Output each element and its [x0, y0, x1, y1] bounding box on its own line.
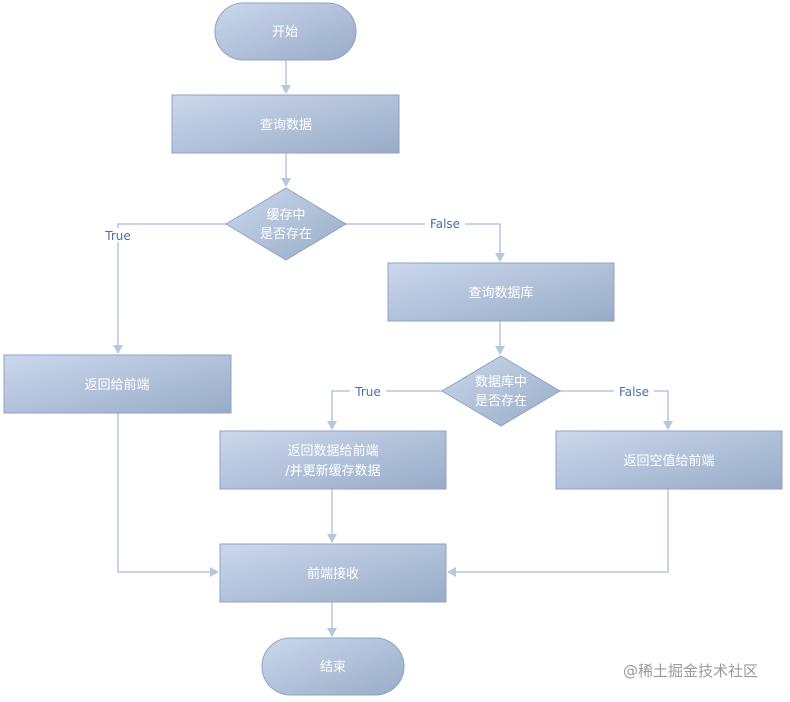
node-db-decision-line2: 是否存在	[475, 394, 527, 409]
label-db-false: False	[619, 385, 649, 399]
node-db-decision-line1: 数据库中	[475, 374, 527, 390]
edge-return-to-receive	[117, 413, 219, 577]
edge-cache-false	[346, 223, 505, 262]
edge-labels: True False True False	[100, 216, 654, 399]
edge-db-false	[560, 390, 673, 430]
edge-empty-to-receive	[447, 489, 669, 577]
node-end-label: 结束	[320, 660, 346, 675]
node-return-data-update-cache: 返回数据给前端 /并更新缓存数据	[219, 430, 447, 490]
node-query-db-label: 查询数据库	[468, 285, 533, 301]
node-return-to-frontend: 返回给前端	[3, 354, 232, 414]
node-cache-decision-line1: 缓存中	[266, 208, 305, 223]
edge-db-true	[327, 390, 442, 430]
watermark: @稀土掘金技术社区	[623, 662, 759, 680]
edge-cache-true	[113, 223, 226, 354]
node-query-db: 查询数据库	[387, 262, 615, 322]
node-db-decision: 数据库中 是否存在	[441, 355, 561, 427]
node-cache-decision-line2: 是否存在	[260, 227, 312, 242]
node-return-data-update-cache-line2: /并更新缓存数据	[285, 463, 380, 479]
node-query-data-label: 查询数据	[260, 118, 312, 133]
label-cache-true: True	[104, 229, 131, 243]
node-return-empty-label: 返回空值给前端	[623, 453, 714, 469]
node-start: 开始	[214, 2, 357, 61]
node-start-label: 开始	[272, 25, 298, 40]
node-query-data: 查询数据	[171, 94, 400, 154]
node-return-data-update-cache-line1: 返回数据给前端	[287, 443, 378, 459]
node-return-to-frontend-label: 返回给前端	[84, 377, 149, 393]
node-frontend-receive: 前端接收	[219, 543, 447, 603]
node-cache-decision: 缓存中 是否存在	[225, 187, 347, 261]
edges	[113, 60, 673, 637]
node-frontend-receive-label: 前端接收	[307, 566, 359, 582]
label-cache-false: False	[430, 217, 460, 231]
node-end: 结束	[261, 637, 405, 696]
node-return-empty: 返回空值给前端	[555, 430, 783, 490]
label-db-true: True	[354, 385, 381, 399]
